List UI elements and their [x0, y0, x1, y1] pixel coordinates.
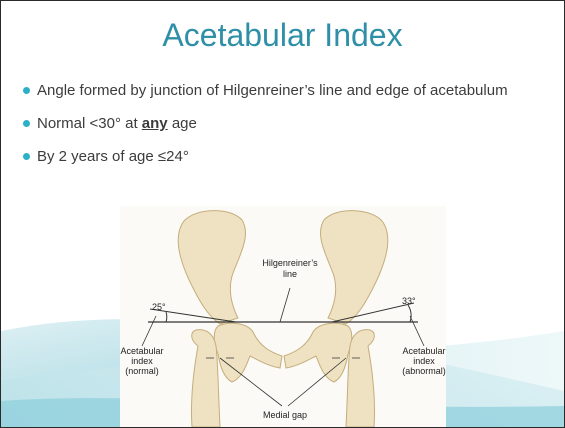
bullet-list: Angle formed by junction of Hilgenreiner…	[23, 81, 523, 180]
bullet-item: By 2 years of age ≤24°	[23, 147, 523, 167]
bullet-dot-icon	[23, 153, 30, 160]
right-ischiopubic	[284, 323, 352, 382]
right-index-label-2: index	[413, 356, 435, 366]
bullet-text: By 2 years of age ≤24°	[37, 148, 189, 165]
right-angle-label: 33°	[402, 296, 416, 306]
left-femur	[191, 330, 220, 427]
bullet-item: Angle formed by junction of Hilgenreiner…	[23, 81, 523, 101]
left-angle-arc	[166, 312, 167, 322]
left-ilium	[178, 211, 245, 324]
hilgenreiner-leader	[280, 288, 290, 322]
bullet-emphasis: any	[142, 115, 168, 132]
bullet-dot-icon	[23, 120, 30, 127]
left-index-label-2: index	[131, 356, 153, 366]
left-ischiopubic	[214, 323, 282, 382]
left-index-label-1: Acetabular	[120, 346, 163, 356]
bullet-text-prefix: Normal <30° at	[37, 115, 142, 132]
left-index-label-3: (normal)	[125, 366, 159, 376]
medial-gap-label: Medial gap	[263, 410, 307, 420]
right-index-leader	[410, 316, 424, 346]
bullet-text-suffix: age	[168, 115, 197, 132]
right-femur	[346, 330, 375, 427]
pelvis-diagram: Hilgenreiner’s line 25° 33° Acetabular i…	[120, 206, 446, 427]
slide-title: Acetabular Index	[1, 17, 564, 54]
bullet-item: Normal <30° at any age	[23, 114, 523, 134]
bullet-text: Angle formed by junction of Hilgenreiner…	[37, 82, 508, 99]
right-index-label-3: (abnormal)	[402, 366, 446, 376]
hilgenreiner-label-2: line	[283, 269, 297, 279]
right-angle-arc	[408, 305, 411, 322]
acetabular-index-figure: Hilgenreiner’s line 25° 33° Acetabular i…	[120, 206, 446, 427]
right-ilium	[321, 211, 388, 324]
left-index-leader	[142, 316, 156, 346]
right-index-label-1: Acetabular	[402, 346, 445, 356]
left-angle-label: 25°	[152, 302, 166, 312]
hilgenreiner-label-1: Hilgenreiner’s	[262, 258, 318, 268]
bullet-dot-icon	[23, 87, 30, 94]
